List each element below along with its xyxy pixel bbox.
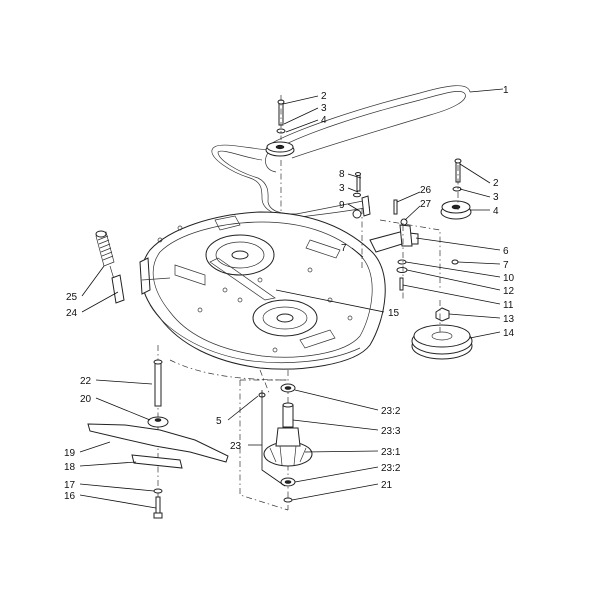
upper-idler-pulley — [265, 99, 295, 157]
label-8: 8 — [339, 169, 345, 180]
label-13: 13 — [503, 314, 515, 325]
label-15: 15 — [388, 308, 400, 319]
label-11: 11 — [503, 300, 514, 311]
label-2-right: 2 — [493, 178, 499, 189]
label-7-right: 7 — [503, 260, 509, 271]
label-9: 9 — [339, 200, 345, 211]
deck-spring — [95, 230, 125, 304]
label-10: 10 — [503, 273, 515, 284]
leader-lines — [79, 88, 504, 509]
label-7-left: 7 — [341, 243, 347, 254]
label-23-2-lower: 23:2 — [381, 463, 401, 474]
label-4-right: 4 — [493, 206, 499, 217]
label-25: 25 — [66, 292, 78, 303]
blade-assembly — [87, 359, 229, 519]
label-3-upper: 3 — [321, 103, 327, 114]
label-18: 18 — [64, 462, 76, 473]
callout-labels: 1 2 3 4 8 3 9 26 27 2 3 4 6 7 7 10 12 11… — [64, 85, 515, 502]
label-27: 27 — [420, 199, 432, 210]
label-23: 23 — [230, 441, 242, 452]
label-23-1: 23:1 — [381, 447, 401, 458]
label-24: 24 — [66, 308, 78, 319]
label-3-middle: 3 — [339, 183, 345, 194]
mower-deck — [139, 211, 386, 370]
label-6: 6 — [503, 246, 509, 257]
label-4-upper: 4 — [321, 115, 327, 126]
label-19: 19 — [64, 448, 76, 459]
spindle-housing — [258, 383, 313, 503]
label-16: 16 — [64, 491, 76, 502]
drive-belt — [211, 85, 471, 219]
label-26: 26 — [420, 185, 432, 196]
label-23-3: 23:3 — [381, 426, 401, 437]
label-2-upper: 2 — [321, 91, 327, 102]
label-5: 5 — [216, 416, 222, 427]
label-1: 1 — [503, 85, 509, 96]
label-17: 17 — [64, 480, 76, 491]
label-23-2-upper: 23:2 — [381, 406, 401, 417]
label-14: 14 — [503, 328, 515, 339]
idler-bolt-and-spacer — [352, 172, 371, 219]
label-20: 20 — [80, 394, 92, 405]
label-22: 22 — [80, 376, 92, 387]
label-3-right: 3 — [493, 192, 499, 203]
label-12: 12 — [503, 286, 515, 297]
spindle-pulley — [411, 307, 473, 360]
label-21: 21 — [381, 480, 393, 491]
